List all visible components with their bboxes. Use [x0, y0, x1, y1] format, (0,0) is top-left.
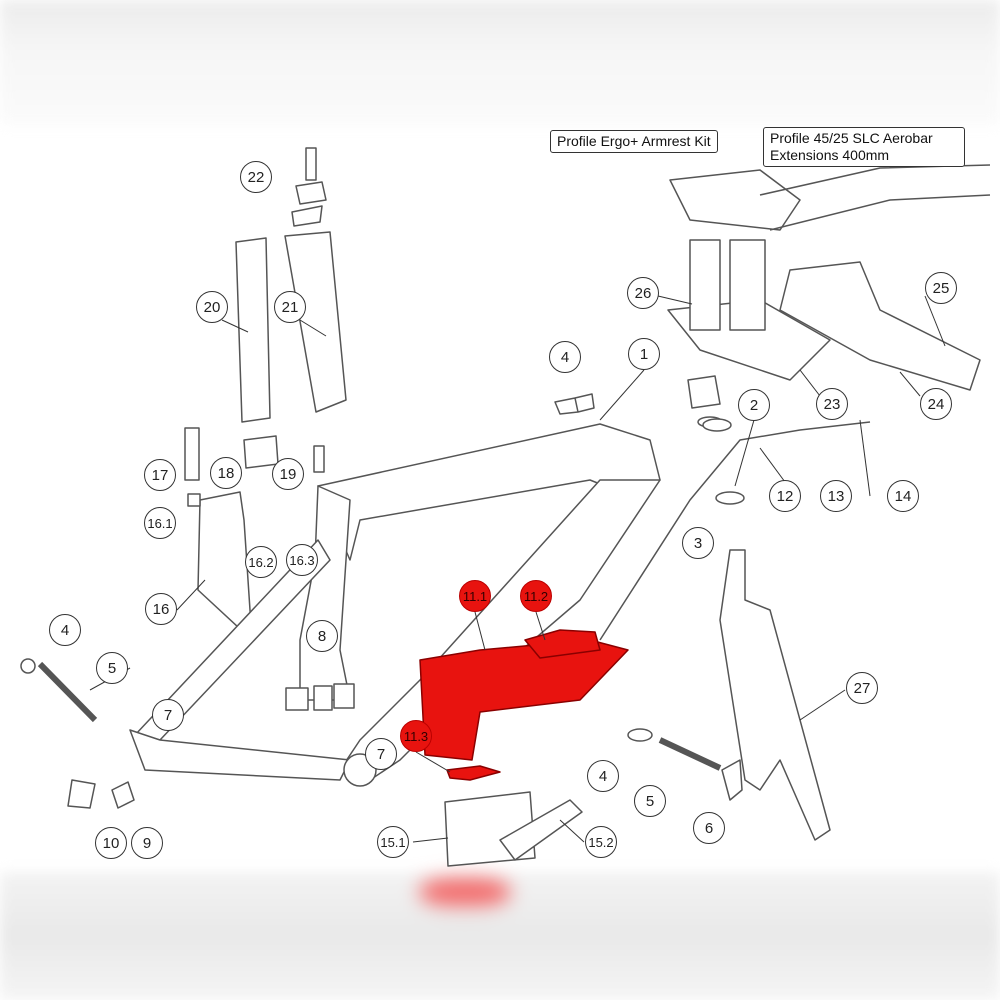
callout: 21: [274, 291, 306, 323]
fork: [719, 549, 831, 841]
steerer-line: [599, 421, 871, 641]
part-15-2: [499, 799, 583, 861]
callout: 15.1: [377, 826, 409, 858]
basebar-24: [779, 261, 981, 391]
armrest-stack: [689, 239, 766, 331]
part-11-3: [446, 765, 501, 781]
callout: 18: [210, 457, 242, 489]
part-16: [197, 491, 253, 641]
callout: 6: [693, 812, 725, 844]
callout: 8: [306, 620, 338, 652]
callout: 3: [682, 527, 714, 559]
callout: 16.1: [144, 507, 176, 539]
part-18: [243, 435, 279, 469]
callout: 5: [634, 785, 666, 817]
callout-highlighted: 11.2: [520, 580, 552, 612]
callout-highlighted: 11.3: [400, 720, 432, 752]
callout: 5: [96, 652, 128, 684]
callout: 14: [887, 480, 919, 512]
armrest-pads: [669, 169, 801, 231]
callout: 26: [627, 277, 659, 309]
part-11-1: [419, 639, 629, 761]
part-17: [184, 427, 200, 481]
callout: 2: [738, 389, 770, 421]
callout: 19: [272, 458, 304, 490]
aerobar-kit-label: Profile 45/25 SLC Aerobar Extensions 400…: [763, 127, 965, 167]
callout: 23: [816, 388, 848, 420]
callout: 22: [240, 161, 272, 193]
callout-highlighted: 11.1: [459, 580, 491, 612]
armrest-kit-label: Profile Ergo+ Armrest Kit: [550, 130, 718, 153]
callout: 16: [145, 593, 177, 625]
seatpost-right: [284, 231, 347, 413]
callout: 4: [49, 614, 81, 646]
seat-clamp: [291, 181, 327, 227]
callout: 4: [549, 341, 581, 373]
frame-down-tube: [339, 479, 661, 781]
callout: 12: [769, 480, 801, 512]
callout: 10: [95, 827, 127, 859]
callout: 24: [920, 388, 952, 420]
callout: 7: [365, 738, 397, 770]
callout: 7: [152, 699, 184, 731]
callout: 27: [846, 672, 878, 704]
callout: 13: [820, 480, 852, 512]
callout: 16.2: [245, 546, 277, 578]
callout: 17: [144, 459, 176, 491]
callout: 16.3: [286, 544, 318, 576]
callout: 25: [925, 272, 957, 304]
blurred-bottom-band: [0, 872, 1000, 1000]
callout: 9: [131, 827, 163, 859]
callout: 1: [628, 338, 660, 370]
frame-seat-tube: [299, 485, 351, 701]
seatpost-left: [235, 237, 271, 423]
clamp-bolt: [305, 147, 317, 181]
callout: 4: [587, 760, 619, 792]
callout: 15.2: [585, 826, 617, 858]
blurred-top-band: [0, 0, 1000, 125]
callout: 20: [196, 291, 228, 323]
